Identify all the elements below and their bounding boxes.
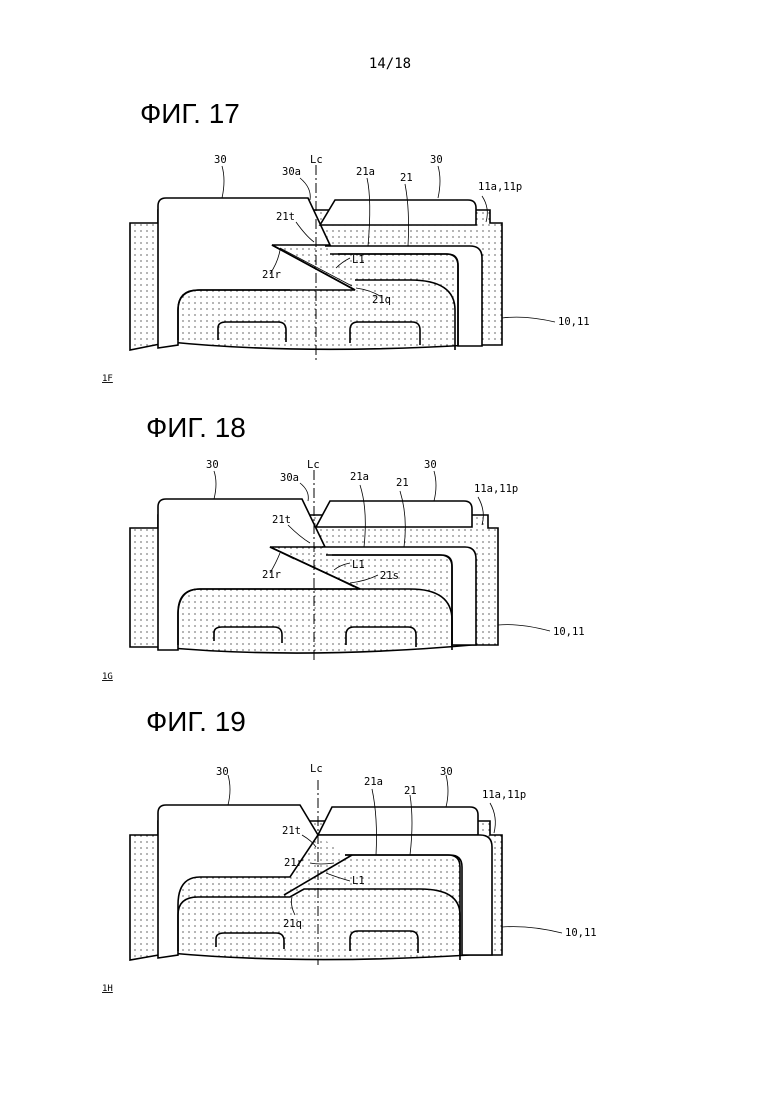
label-21a: 21a: [356, 166, 375, 178]
label-11a-11p: 11a,11p: [474, 483, 518, 495]
label-30-right: 30: [424, 459, 437, 471]
figure-code: 1G: [102, 672, 113, 682]
label-L1: L1: [352, 254, 365, 266]
figure-19-title: ФИГ. 19: [146, 706, 246, 738]
figure-code: 1F: [102, 374, 113, 384]
label-21t: 21t: [276, 211, 295, 223]
label-Lc: Lc: [310, 154, 323, 166]
label-11a-11p: 11a,11p: [482, 789, 526, 801]
figure-code: 1H: [102, 984, 113, 994]
label-L1: L1: [352, 559, 365, 571]
label-21t: 21t: [272, 514, 291, 526]
label-10-11: 10,11: [553, 626, 585, 638]
label-21a: 21a: [364, 776, 383, 788]
label-21r: 21r: [284, 857, 303, 869]
figure-19-diagram: 30 Lc 21a 21 30 11a,11p 21t 21r L1 21q 1…: [0, 755, 780, 995]
page-number: 14/18: [0, 56, 780, 72]
figure-18-diagram: 30 Lc 30a 21a 21 30 11a,11p 21t 21r L1 2…: [0, 455, 780, 690]
label-21r: 21r: [262, 269, 281, 281]
cap-30-right: [320, 200, 476, 225]
label-21: 21: [400, 172, 413, 184]
label-30a: 30a: [280, 472, 299, 484]
label-21t: 21t: [282, 825, 301, 837]
label-21s: 21s: [380, 570, 399, 582]
cap-30-right: [316, 501, 472, 527]
label-30-right: 30: [440, 766, 453, 778]
label-Lc: Lc: [310, 763, 323, 775]
label-30-left: 30: [216, 766, 229, 778]
label-30-right: 30: [430, 154, 443, 166]
label-Lc: Lc: [307, 459, 320, 471]
label-11a-11p: 11a,11p: [478, 181, 522, 193]
label-21r: 21r: [262, 569, 281, 581]
label-21a: 21a: [350, 471, 369, 483]
figure-17-diagram: 30 Lc 30a 21a 21 30 11a,11p 21t 21r L1 2…: [0, 150, 780, 390]
label-10-11: 10,11: [558, 316, 590, 328]
label-30-left: 30: [206, 459, 219, 471]
label-21q: 21q: [283, 918, 302, 930]
label-21: 21: [404, 785, 417, 797]
figure-17-title: ФИГ. 17: [140, 98, 240, 130]
label-21q: 21q: [372, 294, 391, 306]
cap-30-right: [318, 807, 478, 835]
label-21: 21: [396, 477, 409, 489]
label-10-11: 10,11: [565, 927, 597, 939]
label-L1: L1: [352, 875, 365, 887]
figure-18-title: ФИГ. 18: [146, 412, 246, 444]
label-30-left: 30: [214, 154, 227, 166]
label-30a: 30a: [282, 166, 301, 178]
